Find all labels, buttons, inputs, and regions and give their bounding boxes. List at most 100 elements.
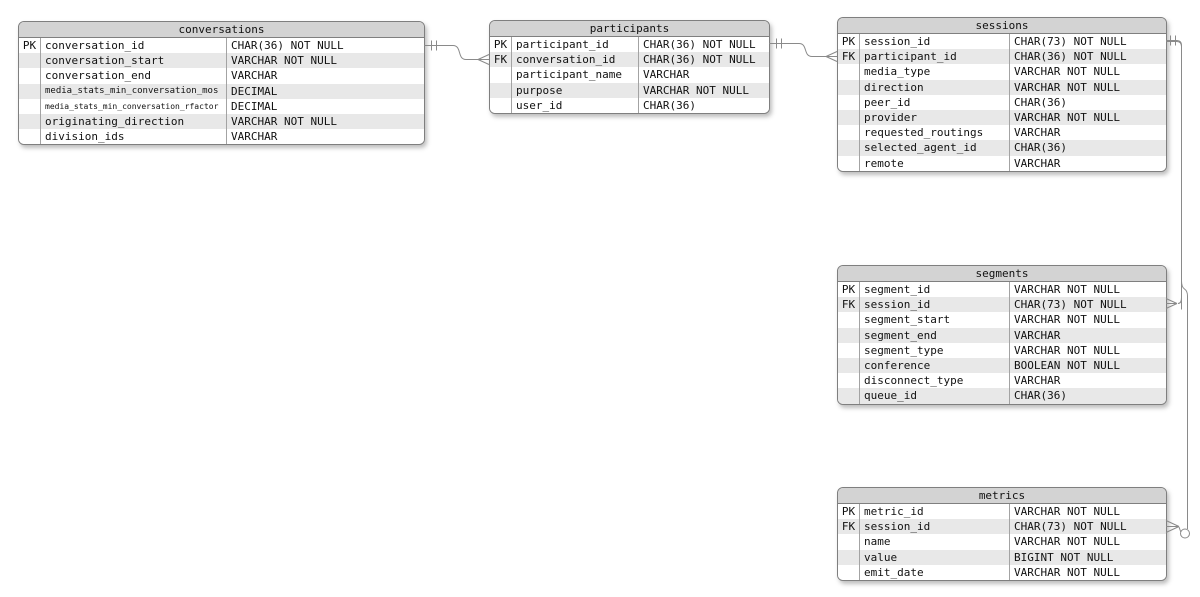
table-rows: PK conversation_id CHAR(36) NOT NULL con… (19, 38, 424, 145)
key-badge: PK (490, 37, 512, 53)
table-row: remote VARCHAR (838, 155, 1166, 171)
relationship-sessions-segments[interactable] (1165, 35, 1182, 310)
relationship-participants-sessions[interactable] (769, 38, 838, 62)
table-row: conversation_end VARCHAR (19, 68, 424, 84)
column-name: direction (860, 79, 1010, 95)
column-type: VARCHAR (1014, 374, 1061, 388)
column-name: originating_direction (41, 113, 227, 130)
key-badge (838, 79, 860, 95)
column-type: CHAR(73) NOT NULL (1014, 35, 1127, 48)
column-type: VARCHAR (231, 130, 278, 144)
table-row: selected_agent_id CHAR(36) (838, 140, 1166, 156)
table-row: provider VARCHAR NOT NULL (838, 109, 1166, 126)
key-badge (838, 125, 860, 141)
column-type: CHAR(73) NOT NULL (1014, 520, 1127, 534)
column-type: CHAR(36) (1014, 141, 1067, 155)
key-badge: FK (490, 52, 512, 68)
cardinality-crow-foot (1165, 298, 1178, 309)
table-row: requested_routings VARCHAR (838, 125, 1166, 141)
column-type: BOOLEAN NOT NULL (1014, 358, 1120, 372)
key-badge: FK (838, 519, 860, 535)
key-badge: PK (838, 282, 860, 298)
table-row: segment_end VARCHAR (838, 327, 1166, 343)
column-name: session_id (860, 34, 1010, 50)
key-badge (838, 64, 860, 80)
column-name: provider (860, 109, 1010, 126)
column-name: segment_type (860, 342, 1010, 358)
table-row: conversation_start VARCHAR NOT NULL (19, 53, 424, 69)
column-name: requested_routings (860, 125, 1010, 141)
table-participants[interactable]: participants PK participant_id CHAR(36) … (489, 20, 770, 114)
key-badge (19, 68, 41, 84)
table-row: media_type VARCHAR NOT NULL (838, 64, 1166, 80)
table-row: direction VARCHAR NOT NULL (838, 79, 1166, 95)
cardinality-crow-foot (477, 54, 490, 65)
column-type: VARCHAR NOT NULL (231, 114, 337, 128)
column-type: CHAR(36) NOT NULL (231, 39, 344, 52)
key-badge (19, 129, 41, 145)
table-row: conference BOOLEAN NOT NULL (838, 357, 1166, 374)
table-metrics[interactable]: metrics PK metric_id VARCHAR NOT NULL FK… (837, 487, 1167, 581)
table-row: FK participant_id CHAR(36) NOT NULL (838, 49, 1166, 65)
cardinality-crow-foot (825, 51, 838, 62)
column-name: media_type (860, 64, 1010, 80)
relationship-conversations-participants[interactable] (424, 40, 490, 65)
column-type: VARCHAR NOT NULL (1014, 343, 1120, 357)
column-name: emit_date (860, 564, 1010, 580)
column-name: peer_id (860, 94, 1010, 110)
table-row: division_ids VARCHAR (19, 129, 424, 145)
column-type: VARCHAR (1014, 156, 1061, 170)
cardinality-zero-circle (1180, 528, 1190, 539)
table-row: FK session_id CHAR(73) NOT NULL (838, 519, 1166, 535)
cardinality-one-tick (776, 38, 782, 49)
key-badge: FK (838, 297, 860, 313)
key-badge (838, 373, 860, 389)
column-type: VARCHAR NOT NULL (1014, 535, 1120, 549)
column-name: disconnect_type (860, 373, 1010, 389)
column-type: BIGINT NOT NULL (1014, 550, 1114, 564)
column-name: conversation_id (512, 52, 639, 68)
column-name: participant_id (512, 37, 639, 53)
column-type: VARCHAR NOT NULL (1014, 313, 1120, 327)
table-row: PK conversation_id CHAR(36) NOT NULL (19, 38, 424, 54)
key-badge (838, 140, 860, 156)
relationship-sessions-metrics[interactable] (1165, 41, 1190, 539)
column-name: purpose (512, 82, 639, 98)
table-row: value BIGINT NOT NULL (838, 549, 1166, 565)
column-type: DECIMAL (231, 84, 278, 98)
table-row: FK session_id CHAR(73) NOT NULL (838, 297, 1166, 313)
column-type: VARCHAR NOT NULL (1014, 565, 1120, 579)
column-type: VARCHAR NOT NULL (231, 54, 337, 68)
column-name: conversation_start (41, 53, 227, 69)
key-badge (490, 97, 512, 113)
key-badge (490, 82, 512, 98)
table-title: conversations (19, 22, 424, 38)
column-name: conference (860, 357, 1010, 374)
key-badge (838, 94, 860, 110)
table-segments[interactable]: segments PK segment_id VARCHAR NOT NULL … (837, 265, 1167, 405)
table-row: emit_date VARCHAR NOT NULL (838, 564, 1166, 580)
column-type: VARCHAR (231, 69, 278, 83)
column-type: CHAR(36) (1014, 389, 1067, 403)
column-type: VARCHAR NOT NULL (1014, 505, 1120, 518)
column-type: VARCHAR NOT NULL (643, 83, 749, 97)
key-badge: PK (19, 38, 41, 54)
column-type: VARCHAR NOT NULL (1014, 110, 1120, 124)
table-conversations[interactable]: conversations PK conversation_id CHAR(36… (18, 21, 425, 146)
column-name: conversation_id (41, 38, 227, 54)
table-rows: PK metric_id VARCHAR NOT NULL FK session… (838, 504, 1166, 580)
column-type: CHAR(36) (643, 98, 696, 112)
column-type: VARCHAR (1014, 328, 1061, 342)
column-type: VARCHAR NOT NULL (1014, 283, 1120, 296)
column-name: selected_agent_id (860, 140, 1010, 156)
column-type: CHAR(36) (1014, 95, 1067, 109)
column-type: CHAR(36) NOT NULL (1014, 50, 1127, 64)
table-title: metrics (838, 488, 1166, 504)
table-row: PK segment_id VARCHAR NOT NULL (838, 282, 1166, 298)
table-sessions[interactable]: sessions PK session_id CHAR(73) NOT NULL… (837, 17, 1167, 172)
column-type: VARCHAR (1014, 126, 1061, 140)
column-name: session_id (860, 519, 1010, 535)
column-name: queue_id (860, 388, 1010, 404)
column-name: participant_id (860, 49, 1010, 65)
